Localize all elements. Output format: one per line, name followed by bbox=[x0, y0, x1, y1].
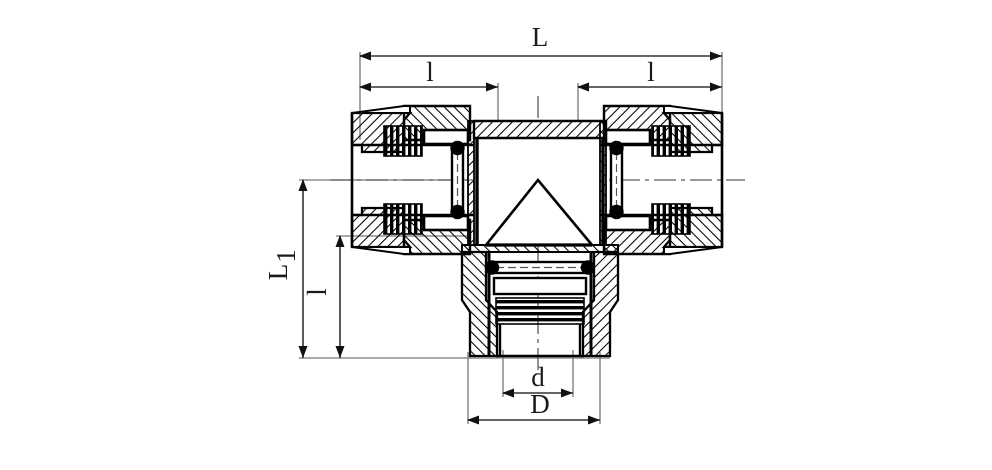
branch-socket-assembly bbox=[460, 244, 620, 358]
dimension-label-l-branch: l bbox=[302, 288, 332, 296]
o-ring-seal-icon bbox=[609, 204, 624, 220]
o-ring-seal-icon bbox=[609, 140, 624, 156]
o-ring-seal-icon bbox=[450, 140, 465, 156]
dimension-label-D: D bbox=[530, 389, 550, 419]
tee-body bbox=[472, 119, 608, 247]
dimension-lines bbox=[298, 51, 722, 425]
dimension-labels: L l l L 1 l d D bbox=[263, 22, 655, 419]
o-ring-seal-icon bbox=[450, 204, 465, 220]
dimension-label-L: L bbox=[532, 22, 549, 52]
dimension-label-l-right: l bbox=[647, 57, 655, 87]
dimension-label-l-left: l bbox=[426, 57, 434, 87]
left-socket-assembly bbox=[350, 104, 475, 256]
o-ring-seal-icon bbox=[484, 260, 500, 275]
extension-lines bbox=[299, 52, 723, 424]
dimension-label-d: d bbox=[531, 362, 545, 392]
right-socket-assembly bbox=[599, 104, 724, 256]
dimension-label-L1: L bbox=[263, 264, 293, 281]
o-ring-seal-icon bbox=[580, 260, 596, 275]
dimension-label-L1-subscript: 1 bbox=[271, 249, 301, 263]
